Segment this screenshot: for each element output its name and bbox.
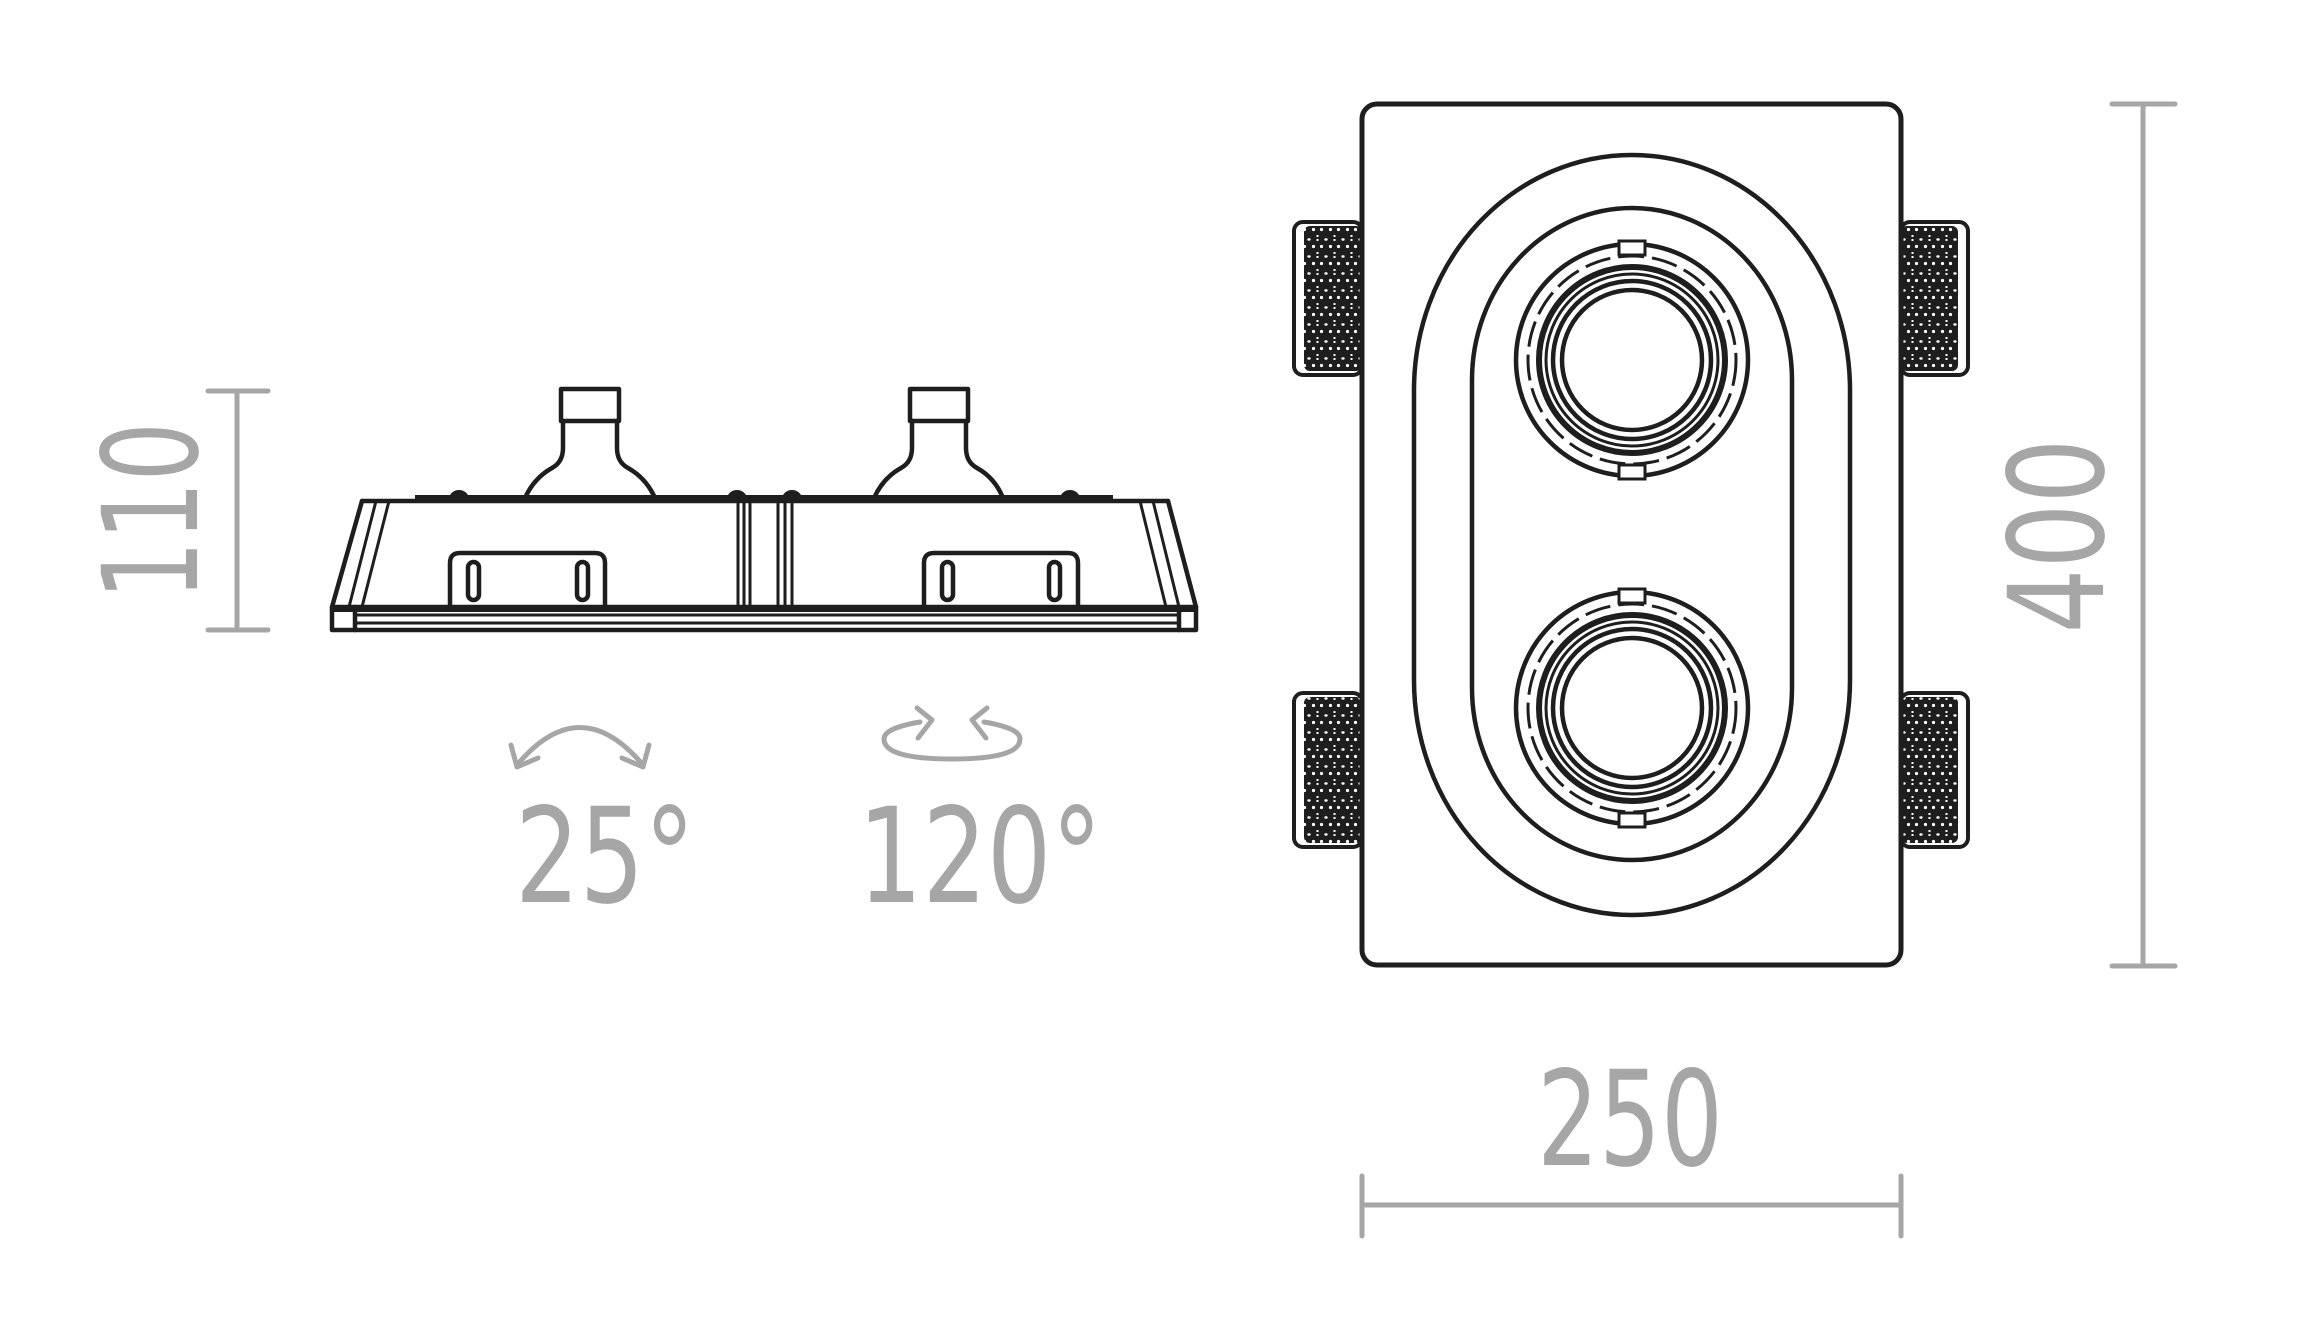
- rotation-adjustment: 120°: [858, 705, 1102, 934]
- inner-recess-outline: [1469, 205, 1795, 863]
- tilt-angle-label: 25°: [515, 780, 695, 934]
- bolt-heads: [449, 490, 1080, 499]
- lamp-ring-lower: [1513, 587, 1751, 829]
- side-elevation-view: [329, 386, 1199, 633]
- outer-recess-outline: [1411, 152, 1853, 918]
- lamp-socket-left: [522, 386, 658, 501]
- dimension-height-110: 110: [75, 388, 271, 633]
- dimension-width-250: 250: [1359, 1043, 1904, 1239]
- center-divider: [736, 501, 794, 607]
- lamp-socket-right: [871, 386, 1006, 501]
- lamp-ring-upper: [1513, 239, 1751, 481]
- dimension-height-400: 400: [1981, 101, 2178, 969]
- spring-clip-top-left: [1292, 220, 1364, 377]
- plaster-body-outline: [1359, 101, 1904, 968]
- dimension-label-110: 110: [75, 422, 229, 600]
- dimension-label-250: 250: [1537, 1043, 1723, 1197]
- spring-clip-top-right: [1899, 220, 1970, 377]
- plan-view: [1292, 101, 1970, 968]
- spring-clip-bottom-left: [1292, 691, 1364, 849]
- mounting-bracket-right: [921, 550, 1081, 610]
- tilt-adjustment: 25°: [508, 725, 695, 934]
- spring-clip-bottom-right: [1899, 691, 1970, 849]
- base-frame: [329, 604, 1199, 633]
- rotation-angle-label: 120°: [858, 780, 1102, 934]
- mounting-bracket-left: [447, 550, 608, 610]
- tilt-arrow-icon: [508, 725, 652, 770]
- rotate-arrow-icon: [881, 705, 1023, 762]
- dimension-label-400: 400: [1981, 439, 2135, 634]
